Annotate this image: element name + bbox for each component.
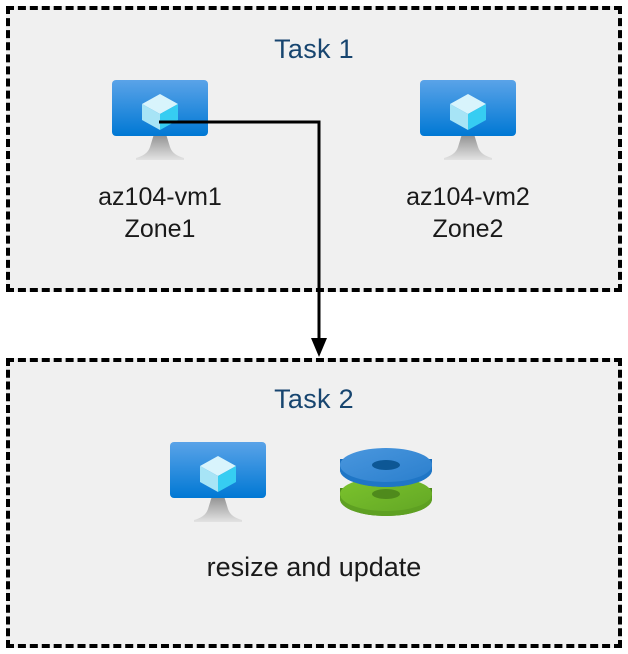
virtual-machine-icon (108, 78, 212, 164)
node-az104-vm2[interactable]: az104-vm2 Zone2 (363, 78, 573, 245)
virtual-machine-icon (416, 78, 520, 164)
managed-disks-icon (334, 440, 438, 524)
task-2-caption: resize and update (206, 552, 422, 582)
down-arrow-icon (311, 338, 327, 357)
task-2-container: Task 2 (6, 358, 622, 648)
task-1-title: Task 1 (274, 34, 354, 64)
node-az104-vm1[interactable]: az104-vm1 Zone1 (55, 78, 265, 245)
node-label: az104-vm2 Zone2 (406, 183, 530, 243)
node-managed-disks[interactable] (330, 440, 442, 529)
virtual-machine-icon (166, 440, 270, 526)
node-label: az104-vm1 Zone1 (98, 183, 222, 243)
task-2-title: Task 2 (274, 384, 354, 414)
node-virtual-machine-task2[interactable] (148, 440, 288, 531)
